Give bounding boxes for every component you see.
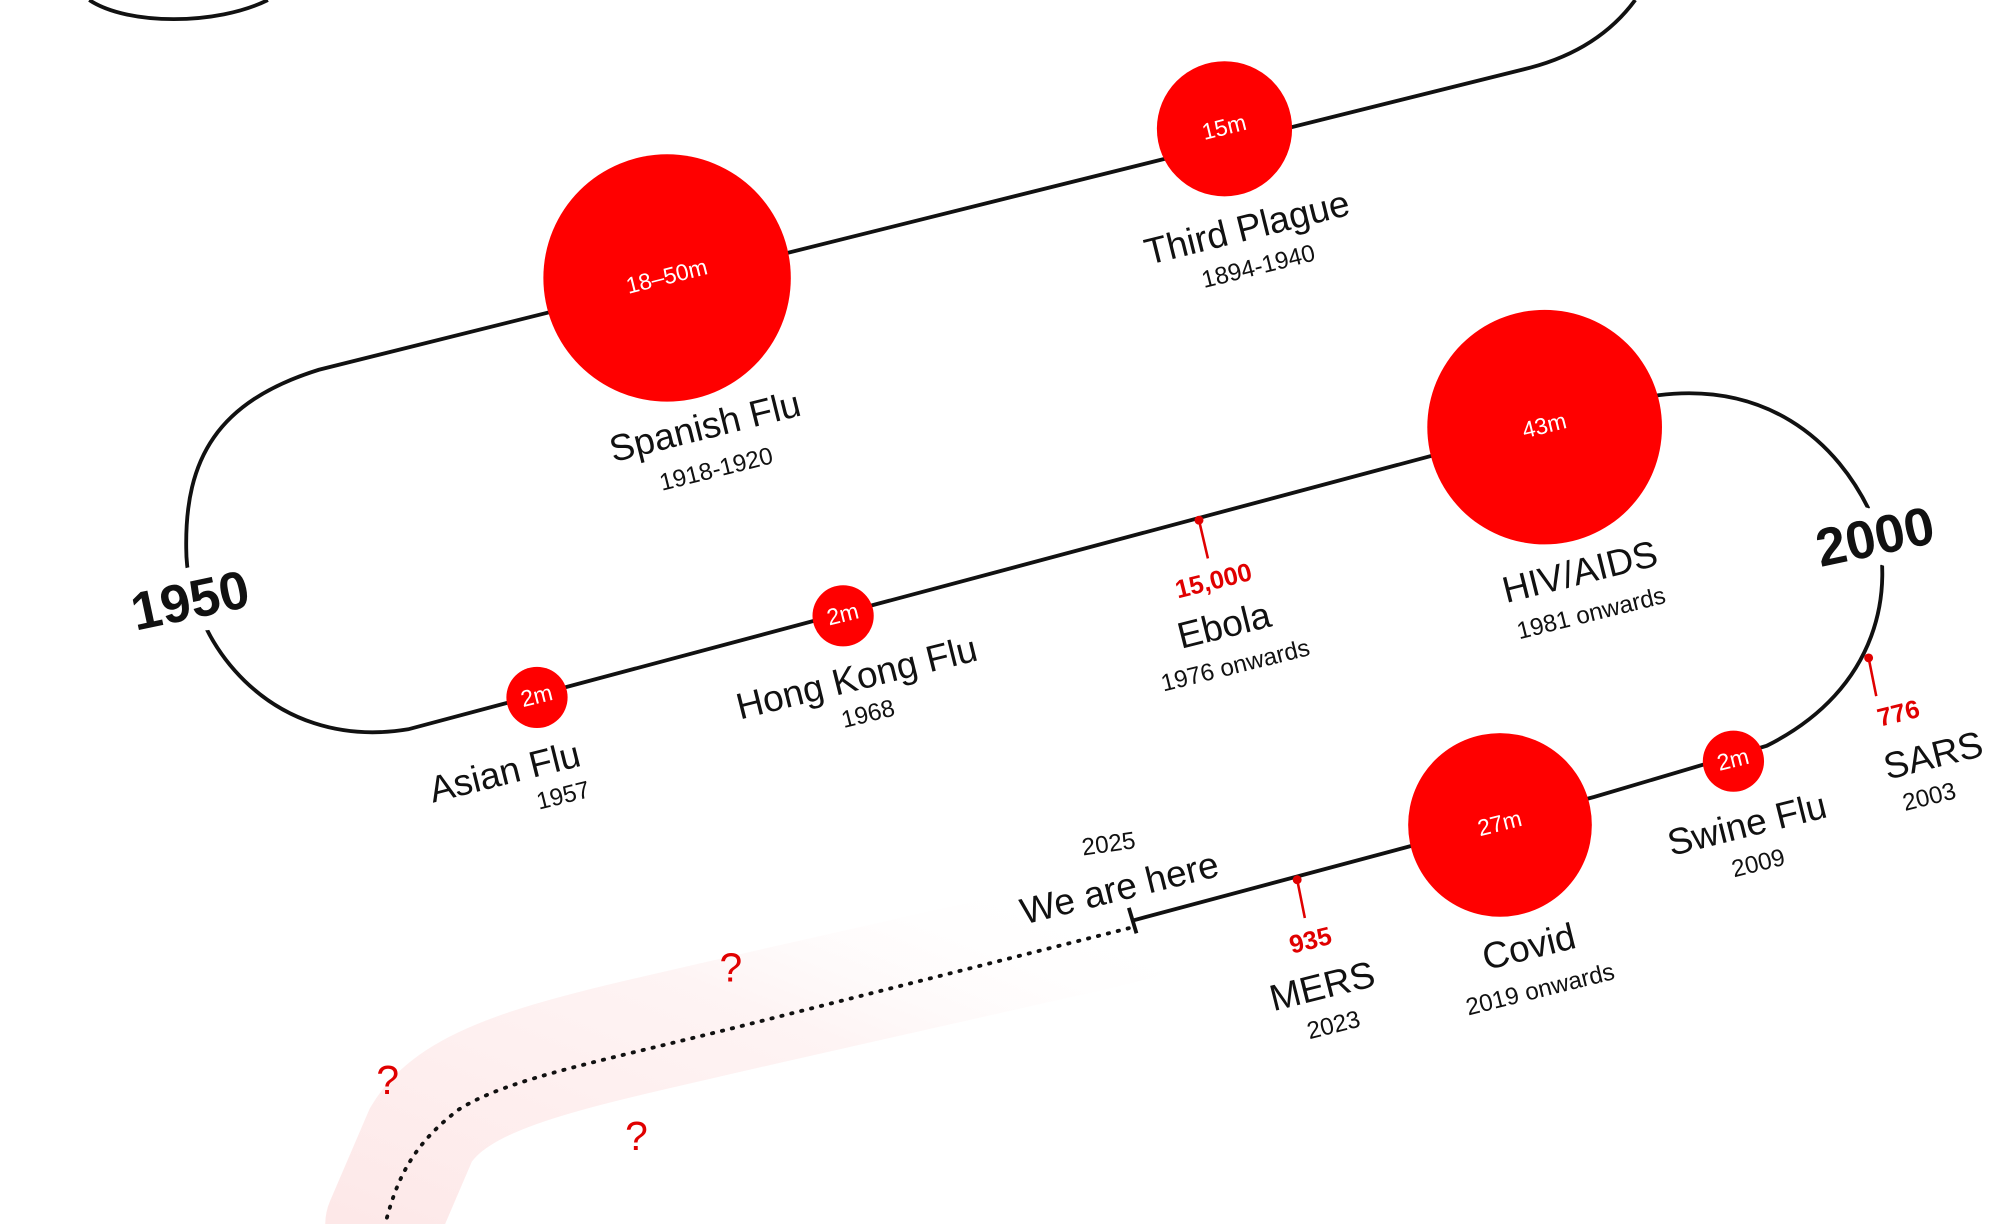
future-question-mark: ? (376, 1057, 399, 1103)
event-mers: 935 MERS 2023 (1265, 875, 1379, 1045)
now-marker (1126, 907, 1139, 934)
svg-text:SARS: SARS (1879, 723, 1987, 787)
event-spanish-flu: 18–50m Spanish Flu 1918-1920 (543, 154, 805, 497)
event-ebola: 15,000 Ebola 1976 onwards (1158, 515, 1313, 697)
future-question-mark: ? (625, 1113, 648, 1159)
svg-text:2023: 2023 (1304, 1006, 1363, 1045)
svg-text:2009: 2009 (1729, 844, 1788, 883)
svg-text:15,000: 15,000 (1172, 558, 1254, 604)
year-label-2000: 2000 (1811, 496, 1940, 578)
year-label-1950: 1950 (126, 560, 255, 642)
svg-text:776: 776 (1875, 695, 1923, 732)
event-swine-flu: 2m Swine Flu 2009 (1663, 730, 1831, 883)
future-uncertainty-band (325, 866, 1191, 1224)
timeline-track-top (88, 0, 269, 22)
svg-text:MERS: MERS (1265, 953, 1379, 1019)
svg-text:2003: 2003 (1900, 778, 1959, 817)
svg-text:2025: 2025 (1080, 827, 1137, 861)
future-dotted-path (383, 926, 1131, 1224)
svg-text:935: 935 (1287, 922, 1335, 959)
event-hong-kong-flu: 2m Hong Kong Flu 1968 (732, 585, 981, 734)
event-hiv-aids: 43m HIV/AIDS 1981 onwards (1427, 309, 1668, 645)
event-asian-flu: 2m Asian Flu 1957 (425, 666, 593, 816)
event-covid: 27m Covid 2019 onwards (1408, 733, 1617, 1021)
event-third-plague: 15m Third Plague 1894-1940 (1140, 61, 1354, 294)
timeline-track (184, 0, 1885, 923)
event-sars: 776 SARS 2003 (1864, 653, 1987, 817)
future-question-mark: ? (720, 945, 743, 991)
